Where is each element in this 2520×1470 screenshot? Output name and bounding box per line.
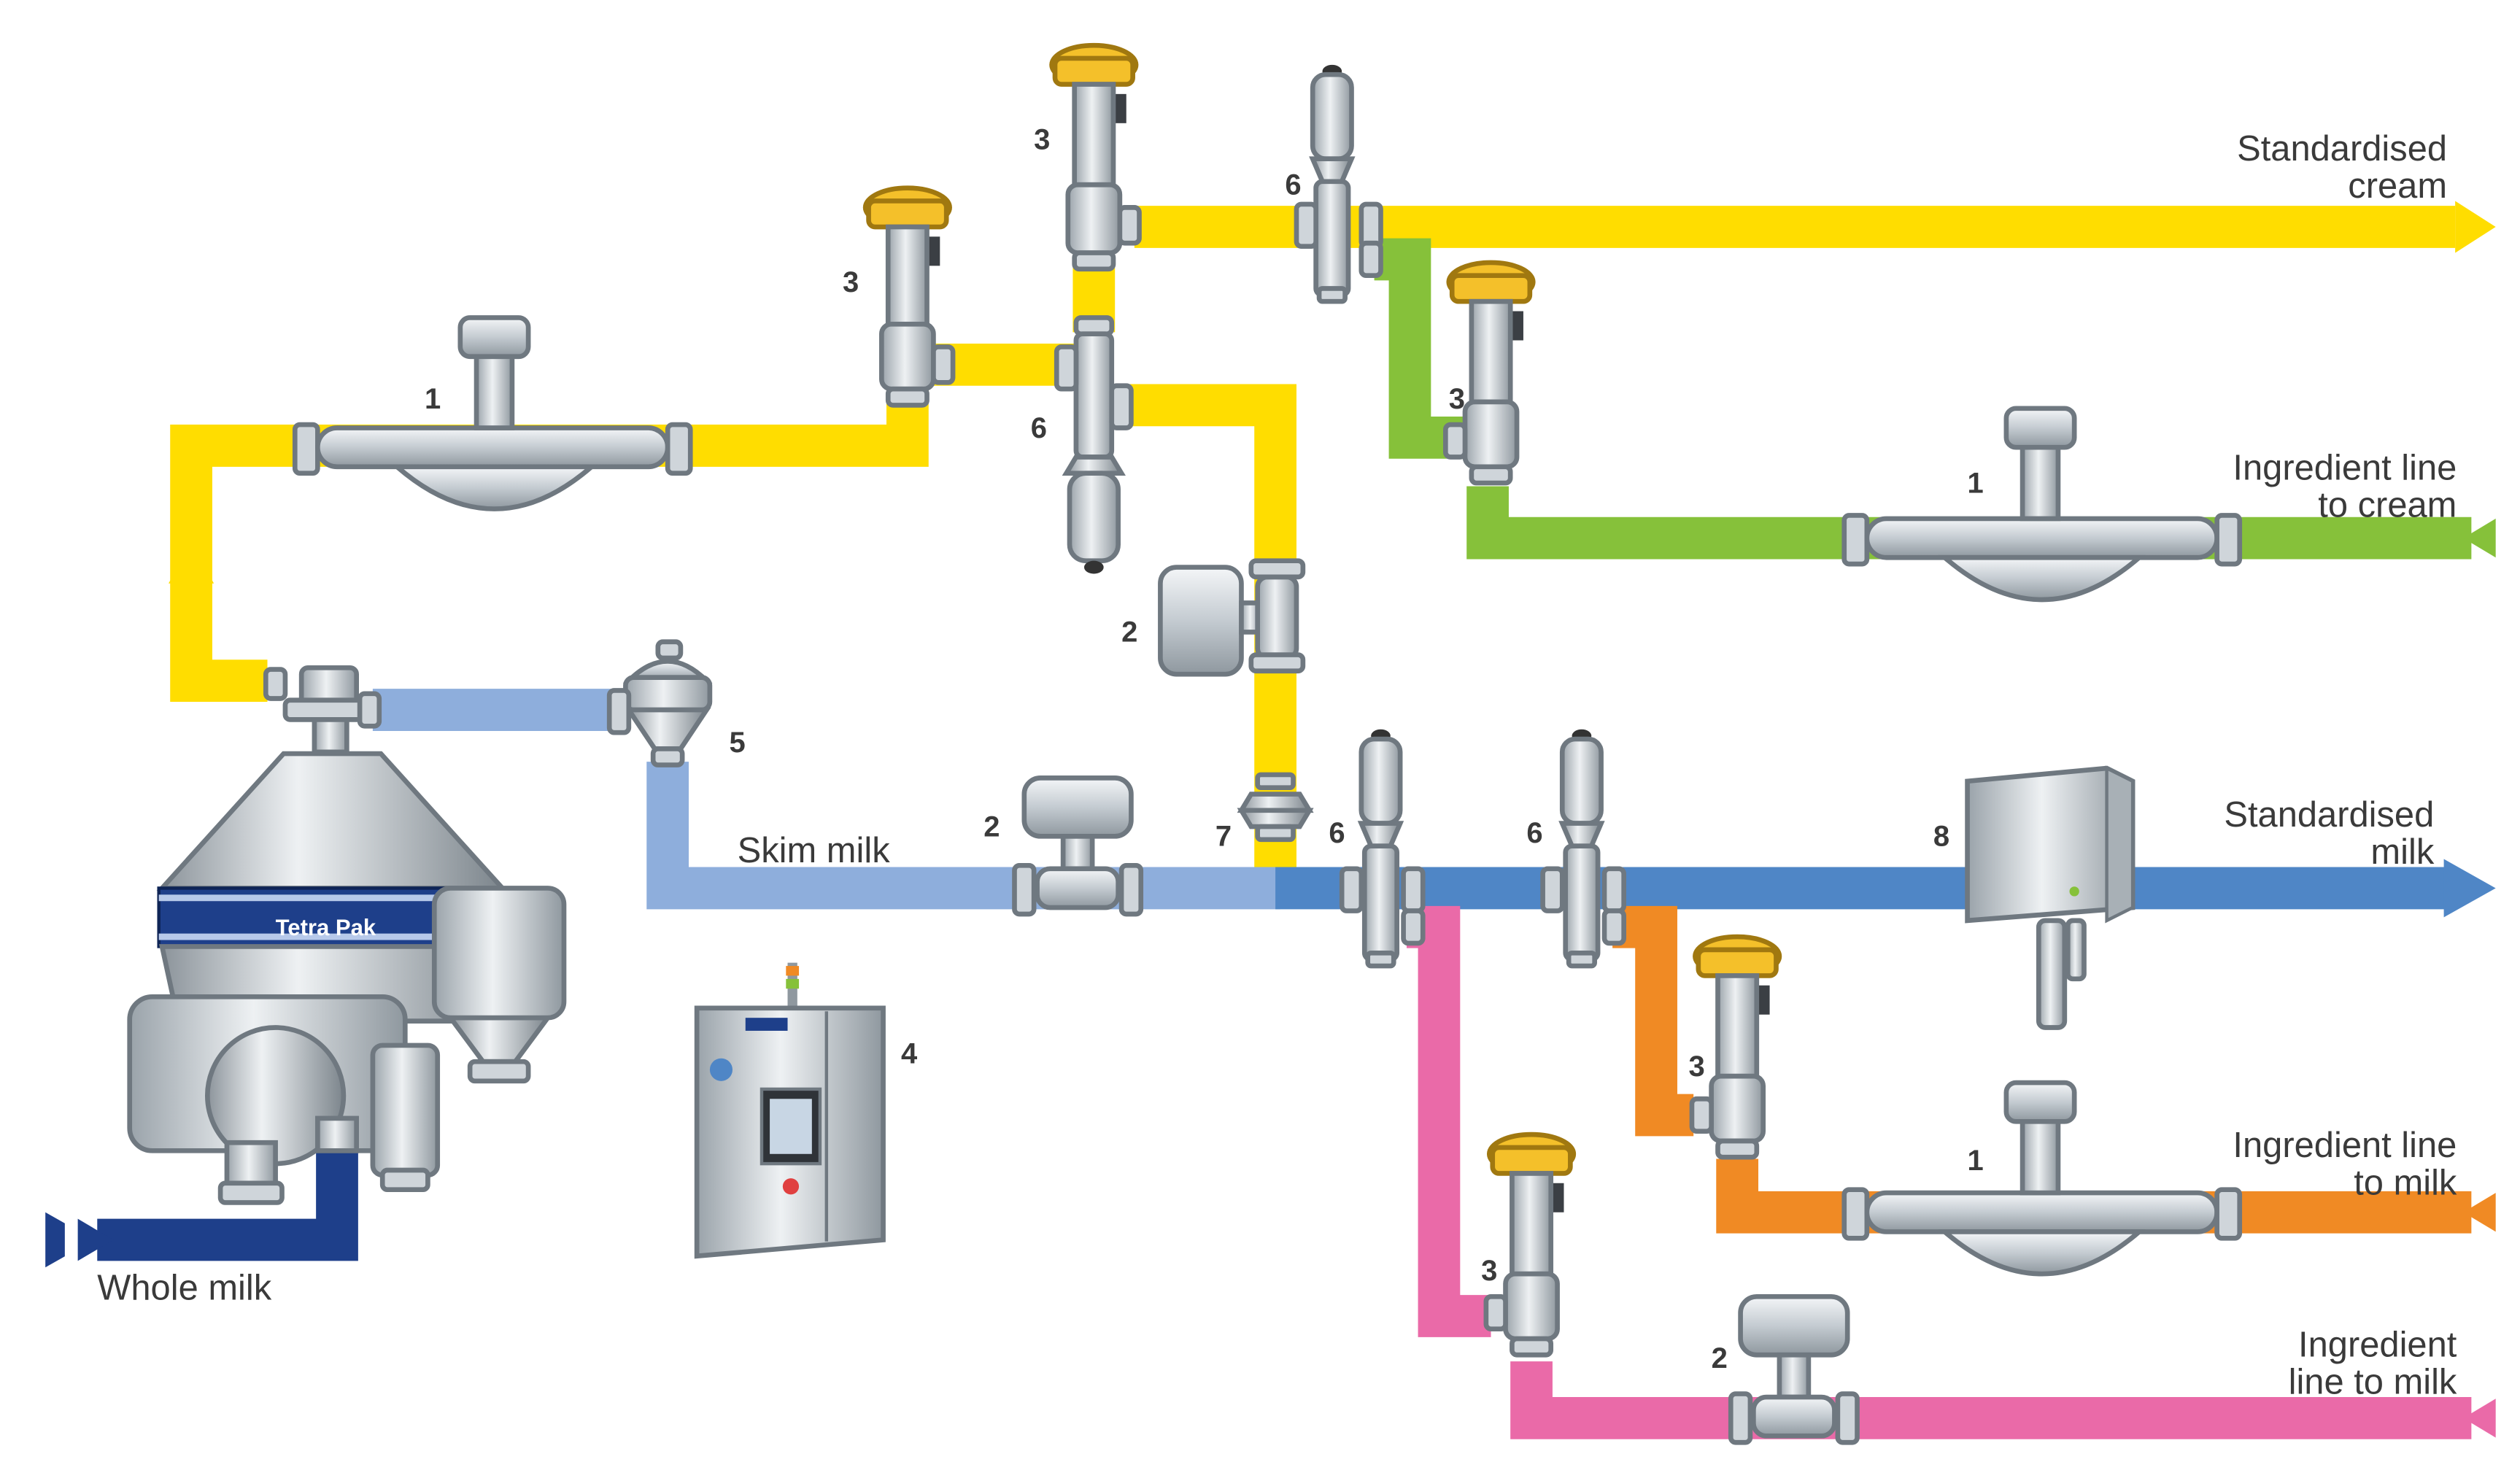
transmitter-number-2a: 2 [983,811,1000,843]
flow-transmitter-icon: 2 [983,775,1144,917]
label-standardised-cream-2: cream [2348,166,2447,206]
brand-label: Tetra Pak [276,915,376,940]
control-valve-icon: 3 [843,185,956,408]
arrow-whole-milk-in-3 [77,1218,114,1261]
label-ingredient-cream-2: to cream [2318,486,2457,525]
flow-arrows [45,201,2496,1438]
check-valve-number-7: 7 [1215,821,1232,853]
analyzer-number-8: 8 [1933,821,1949,853]
shutoff-valve-icon: 6 [1285,64,1383,304]
valve-number-6d: 6 [1526,817,1542,849]
valve-number-3a: 3 [843,266,859,298]
arrow-ingredient-cream [2463,518,2496,558]
arrow-standardised-cream [2455,201,2496,253]
label-skim-milk: Skim milk [738,831,891,870]
pressure-regulator-icon: 5 [606,639,746,767]
label-ingredient-milk-2a: Ingredient [2298,1325,2457,1364]
valve-number-3e: 3 [1481,1255,1497,1287]
shutoff-valve-icon: 6 [1329,729,1426,969]
flow-transmitter-icon: 2 [1712,1293,1860,1445]
regulator-number-5: 5 [730,727,746,759]
ingredient-cream-pipe [1374,238,2472,560]
label-standardised-milk-1: Standardised [2224,795,2434,835]
flowmeter-number-1a: 1 [425,383,441,415]
transmitter-number-2b: 2 [1121,616,1137,649]
valve-number-3b: 3 [1034,123,1050,155]
control-cabinet-icon: 4 [694,962,918,1259]
shutoff-valve-icon: 6 [1031,315,1134,574]
label-standardised-milk-2: milk [2370,832,2434,872]
shutoff-valve-icon: 6 [1526,729,1626,969]
control-valve-icon: 3 [1689,934,1782,1160]
arrow-up-cream [169,543,214,584]
stream-labels: Standardised cream Ingredient line to cr… [97,129,2457,1402]
control-valve-icon: 3 [1481,1131,1577,1358]
cream-pipe-bypass [1129,384,1296,883]
valve-number-6c: 6 [1329,817,1345,849]
mass-flowmeter-icon: 1 [1841,406,2243,603]
label-ingredient-milk-1a: Ingredient line [2233,1126,2457,1165]
valve-number-6b: 6 [1031,412,1047,444]
flowmeter-number-1b: 1 [1968,467,1984,499]
label-ingredient-milk-1b: to milk [2354,1163,2457,1202]
control-valve-icon: 3 [1034,42,1142,272]
flowmeter-number-1c: 1 [1968,1145,1984,1177]
label-ingredient-milk-2b: line to milk [2289,1363,2457,1402]
cream-pipe-riser [170,343,1078,702]
control-valve-icon: 3 [1442,260,1536,486]
label-ingredient-cream-1: Ingredient line [2233,449,2457,488]
arrow-standardised-milk [2443,859,2496,918]
arrow-ingredient-milk-pink [2463,1399,2496,1438]
valve-number-3c: 3 [1449,383,1465,415]
mass-flowmeter-icon: 1 [1841,1080,2243,1277]
flow-transmitter-icon: 2 [1121,558,1306,677]
mass-flowmeter-icon: 1 [292,315,693,511]
valve-number-6a: 6 [1285,169,1301,201]
arrow-ingredient-milk-orange [2463,1193,2496,1232]
separator-icon: Tetra Pak [127,665,567,1205]
cabinet-number-4: 4 [901,1037,918,1069]
pipes [97,206,2472,1439]
check-valve-icon: 7 [1215,772,1314,853]
label-standardised-cream-1: Standardised [2237,129,2447,169]
valve-number-3d: 3 [1689,1051,1705,1083]
label-whole-milk: Whole milk [97,1269,271,1308]
whole-milk-pipe [97,1142,358,1261]
analyzer-cabinet-icon: 8 [1933,765,2136,1030]
transmitter-number-2c: 2 [1712,1342,1728,1374]
